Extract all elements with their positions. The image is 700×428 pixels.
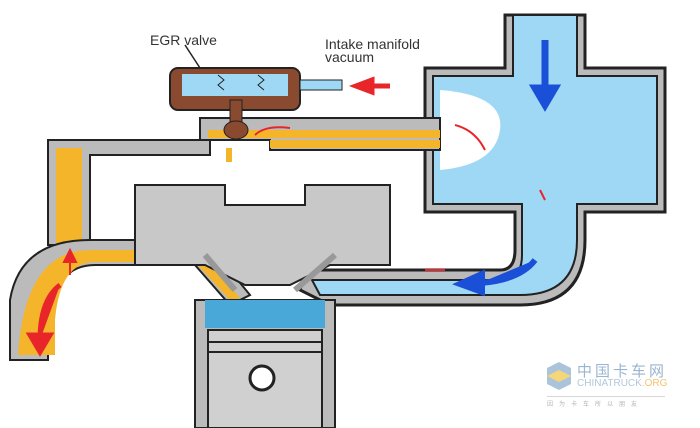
exhaust-up-arrow	[62, 247, 78, 275]
intake-valve	[293, 252, 337, 293]
exhaust-valve	[202, 253, 238, 292]
combustion-chamber	[205, 300, 325, 328]
watermark-english: CHINATRUCK.ORG	[577, 378, 668, 389]
watermark-chinese: 中国卡车网	[577, 362, 668, 380]
watermark-logo-icon	[547, 362, 571, 390]
vacuum-arrow	[348, 76, 390, 96]
chinatruck-watermark: 中国卡车网 CHINATRUCK.ORG 因为卡车所以朋友	[545, 360, 675, 408]
egr-valve	[169, 67, 343, 140]
egr-gas-passage	[56, 130, 440, 250]
watermark-slogan: 因为卡车所以朋友	[547, 396, 665, 408]
wrist-pin	[248, 364, 276, 392]
intake-flow-arrow	[452, 258, 538, 297]
intake-down-arrow	[528, 40, 562, 112]
egr-valve-label: EGR valve	[150, 32, 217, 48]
exhaust-out-arrow	[25, 283, 62, 357]
intake-vacuum-label-line1: Intake manifold	[325, 36, 420, 52]
egr-gas-cloud	[440, 90, 501, 170]
intake-vacuum-label-line2: vacuum	[325, 49, 375, 65]
egr-flow-arrows	[254, 124, 546, 271]
